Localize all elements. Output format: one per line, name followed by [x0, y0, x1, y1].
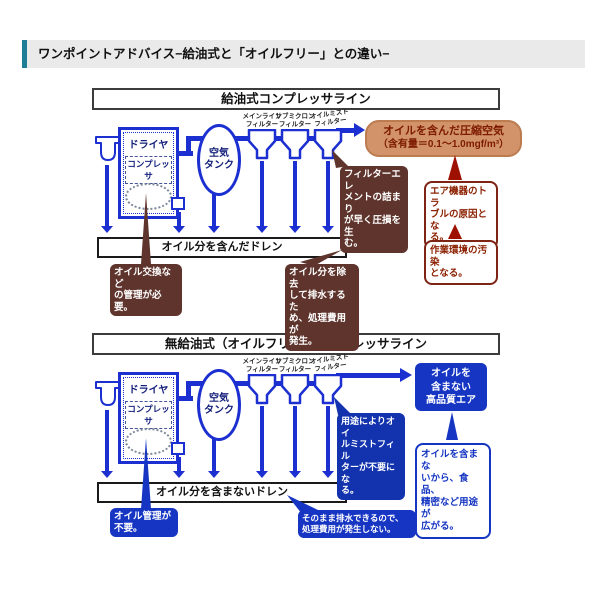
air-tank: 空気 タンク: [197, 369, 241, 441]
quality-air-box: オイルを 含まない 高品質エア: [415, 363, 487, 411]
oilmist-filter-label: オイルミスト フィルター: [309, 108, 350, 128]
air-tank: 空気 タンク: [197, 124, 241, 196]
water-separator-icon: [95, 136, 121, 161]
header-background: [27, 40, 585, 68]
down-arrow: [289, 161, 301, 233]
dryer-label: ドライヤ: [128, 140, 169, 151]
down-arrow: [208, 192, 220, 233]
no-cost-callout: そのまま排水できるので、 処理費用が発生しない。: [298, 510, 416, 538]
oil-mist-unneeded-tail: [334, 397, 350, 415]
oil-ellipse: [125, 428, 172, 455]
water-separator-icon: [95, 381, 121, 406]
result-line2: （含有量＝0.1〜1.0mgf/m³）: [377, 139, 510, 150]
flow-arrow-head: [354, 123, 365, 137]
pipe-segment: [171, 151, 193, 156]
page-title: ワンポイントアドバイス−給油式と「オイルフリー」との違い−: [38, 47, 390, 61]
oil-management-callout: オイル管理が 不要。: [110, 508, 178, 537]
down-arrow: [101, 165, 113, 233]
oilmist-filter-icon: [313, 129, 343, 160]
mainline-filter-icon: [247, 129, 277, 160]
oilfree-drain-box: オイル分を含まないドレン: [97, 482, 347, 503]
flow-arrow-head: [400, 368, 412, 382]
pipe-segment: [171, 396, 193, 401]
oil-mist-unneeded-callout: 用途によりオイ ルミストフィル ターが不要にな る。: [337, 413, 405, 500]
submicron-filter-label: サブミクロン フィルター: [275, 113, 315, 128]
drain-tab: [171, 197, 185, 210]
compressed-air-result-box: オイルを含んだ圧縮空気 （含有量＝0.1〜1.0mgf/m³）: [365, 120, 522, 157]
mainline-filter-label: メインライン フィルター: [242, 358, 282, 373]
down-arrow: [289, 406, 301, 478]
filter-clog-callout: フィルターエレ メントの詰まり が早く圧損を生 む。: [340, 166, 408, 253]
pipe-segment: [186, 137, 191, 156]
environment-pollution-box: 作業環境の汚染 となる。: [424, 240, 498, 285]
no-cost-tail: [287, 495, 318, 514]
oil-ellipse: [125, 183, 172, 210]
submicron-filter-icon: [280, 129, 310, 160]
header-accent-bar: [22, 40, 27, 68]
down-arrow: [256, 406, 268, 478]
down-arrow: [322, 161, 334, 233]
expanded-use-box: オイルを含まな いから、食品、 精密など用途が 広がる。: [415, 443, 491, 539]
down-arrow: [173, 457, 185, 478]
down-arrow: [256, 161, 268, 233]
oil-change-callout: オイル交換など の管理が必要。: [110, 264, 182, 316]
compressor-inner-border: [123, 377, 174, 459]
filter-clog-tail: [332, 150, 348, 168]
down-arrow: [173, 212, 185, 233]
mainline-filter-label: メインライン フィルター: [242, 113, 282, 128]
air-tank-label: 空気 タンク: [204, 393, 234, 416]
oilmist-filter-label: オイルミスト フィルター: [309, 353, 350, 373]
oiled-line-title: 給油式コンプレッサライン: [92, 88, 500, 110]
flow-arrow-shaft: [336, 128, 354, 133]
down-arrow: [322, 406, 334, 478]
drain-cost-callout: オイル分を除去 して排水するた め、処理費用が 発生。: [285, 264, 359, 351]
submicron-filter-icon: [280, 374, 310, 405]
up-arrow-red-icon: [448, 224, 462, 239]
drain-tab: [171, 442, 185, 455]
down-arrow: [101, 410, 113, 478]
air-tank-label: 空気 タンク: [204, 148, 234, 171]
up-arrow-red-icon: [448, 155, 462, 180]
mainline-filter-icon: [247, 374, 277, 405]
up-arrow-blue-icon: [446, 412, 458, 440]
dryer-label: ドライヤ: [128, 385, 169, 396]
flow-arrow-shaft: [336, 373, 400, 378]
down-arrow: [208, 437, 220, 478]
compressor-unit: ドライヤ コンプレッサ: [118, 127, 179, 219]
compressor-unit: ドライヤ コンプレッサ: [118, 372, 179, 464]
pipe-segment: [186, 382, 191, 401]
oil-taper-arrow: [141, 193, 151, 264]
compressor-inner-border: [123, 132, 174, 214]
submicron-filter-label: サブミクロン フィルター: [275, 358, 315, 373]
oilmist-filter-icon: [313, 374, 343, 405]
drain-cost-tail: [300, 250, 342, 266]
result-line1: オイルを含んだ圧縮空気: [383, 125, 504, 137]
blue-taper-arrow: [141, 438, 151, 509]
